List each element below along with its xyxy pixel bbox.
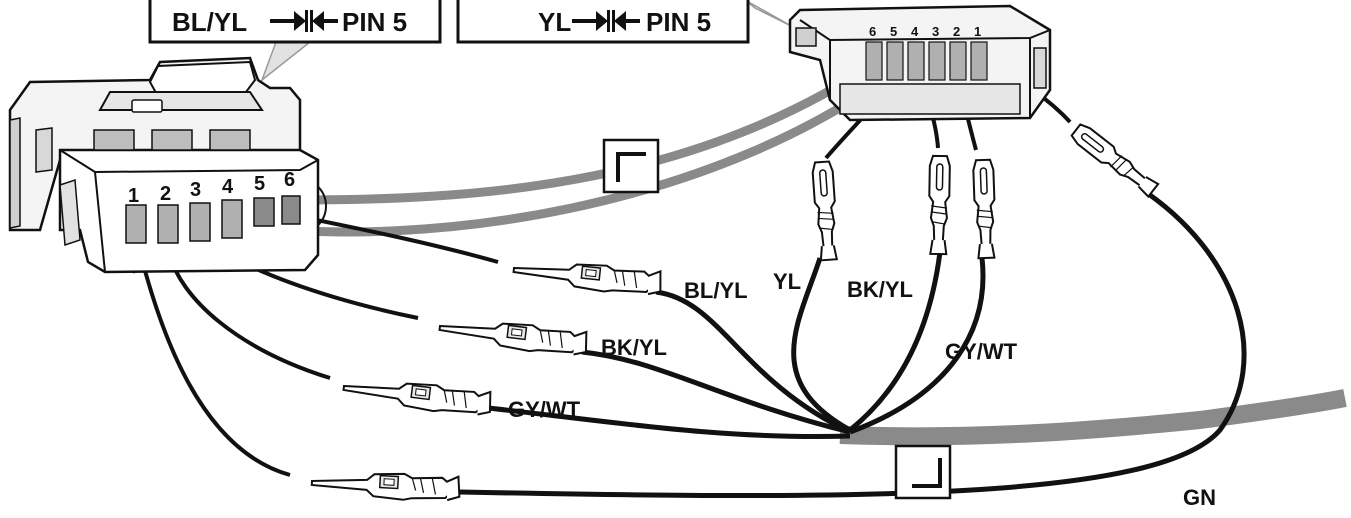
label-bk-yl-left: BK/YL: [601, 335, 667, 360]
terminal-gn: [310, 468, 462, 504]
right-pin-1: 1: [974, 24, 981, 39]
label-gy-wt-right: GY/WT: [945, 339, 1018, 364]
terminal-bk-yl-left: [437, 313, 590, 359]
right-pin-5: 5: [890, 24, 897, 39]
label-gy-wt-left: GY/WT: [508, 397, 581, 422]
connect-arrows-icon: [572, 10, 640, 32]
callout-left: BL/YL PIN 5: [148, 0, 442, 83]
corner-bracket-icon: [602, 138, 660, 194]
terminal-yl: [811, 160, 840, 262]
right-pin-3: 3: [932, 24, 939, 39]
corner-bracket-icon: [894, 444, 952, 500]
callout-right: YL PIN 5: [456, 0, 796, 44]
label-gn: GN: [1183, 485, 1216, 510]
left-pin-1: 1: [128, 185, 139, 207]
left-pin-6: 6: [284, 169, 295, 191]
gray-wire-1: [299, 56, 883, 205]
terminal-gy-wt-right: [972, 158, 998, 260]
callout-right-wire: YL: [538, 7, 571, 37]
black-wires: [459, 192, 1247, 499]
callout-left-wire: BL/YL: [172, 7, 247, 37]
left-pin-5: 5: [254, 173, 265, 195]
left-pin-3: 3: [190, 179, 201, 201]
left-connector-cavities: [125, 195, 301, 244]
right-pin-2: 2: [953, 24, 960, 39]
connect-arrows-icon: [270, 10, 338, 32]
label-bl-yl: BL/YL: [684, 278, 748, 303]
callout-right-pin: PIN 5: [646, 7, 711, 37]
terminal-bk-yl-right: [927, 154, 951, 256]
terminal-gy-wt-left: [341, 373, 494, 419]
left-pin-4: 4: [222, 176, 234, 198]
right-pin-4: 4: [911, 24, 919, 39]
terminal-gn-top: [1068, 121, 1161, 200]
right-pin-6: 6: [869, 24, 876, 39]
left-connector: 1 2 3 4 5 6: [8, 56, 320, 274]
right-connector-cavities: [865, 41, 988, 81]
harness-bundle: [839, 389, 1347, 446]
left-pin-2: 2: [160, 183, 171, 205]
terminal-bl-yl: [511, 255, 664, 299]
gray-wire-2: [239, 56, 913, 237]
label-yl: YL: [773, 269, 801, 294]
callout-left-pin: PIN 5: [342, 7, 407, 37]
label-bk-yl-right: BK/YL: [847, 277, 913, 302]
right-connector: 6 5 4 3 2 1: [788, 4, 1052, 122]
